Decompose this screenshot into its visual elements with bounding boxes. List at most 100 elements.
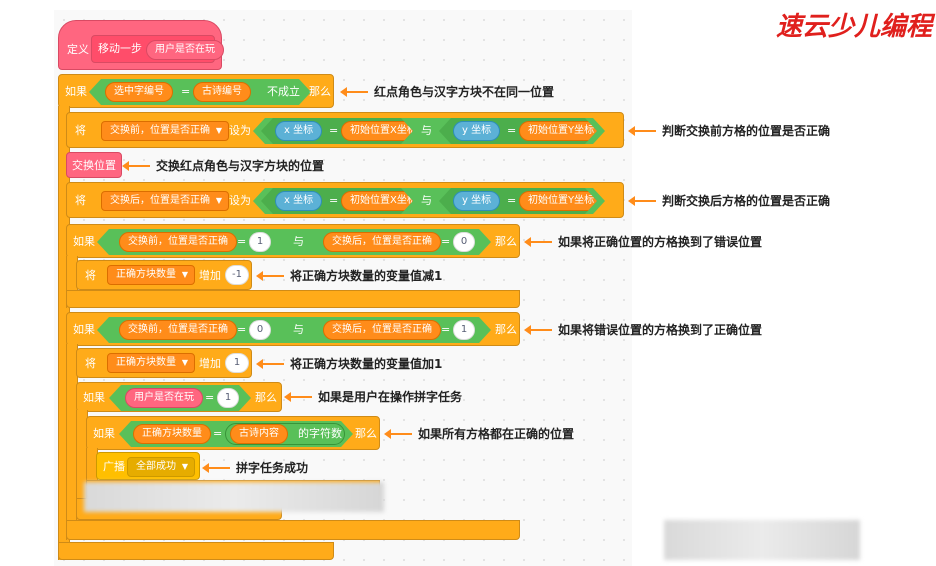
set1-and: 与: [421, 124, 432, 137]
change1-keyword: 将: [85, 269, 96, 282]
arrow-icon: [122, 161, 150, 171]
change2-val[interactable]: 1: [225, 353, 249, 373]
watermark-blur: [84, 482, 384, 512]
define-keyword: 定义: [67, 43, 89, 56]
if4-val[interactable]: 1: [217, 388, 239, 408]
set2-and-condition[interactable]: x 坐标 = 初始位置X坐标 与 y 坐标 = 初始位置Y坐标: [253, 188, 605, 214]
set2-x-cond[interactable]: x 坐标 = 初始位置X坐标: [261, 188, 413, 214]
if2-val2[interactable]: 0: [453, 232, 475, 252]
define-block[interactable]: 定义 移动一步 用户是否在玩: [58, 20, 224, 70]
if3-var2[interactable]: 交换后，位置是否正确: [323, 320, 441, 340]
if4-param[interactable]: 用户是否在玩: [125, 388, 203, 408]
set1-and-condition[interactable]: x 坐标 = 初始位置X坐标 与 y 坐标 = 初始位置Y坐标: [253, 118, 605, 144]
change2-var-dropdown[interactable]: 正确方块数量▼: [107, 353, 195, 373]
if2-eq1: =: [237, 235, 247, 248]
change2-block[interactable]: 将 正确方块数量▼ 增加 1: [76, 348, 252, 378]
change1-val[interactable]: -1: [225, 265, 249, 285]
if4-keyword: 如果: [83, 391, 105, 404]
arrow-icon: [256, 359, 284, 369]
if1-not-condition[interactable]: 选中字编号 = 古诗编号 不成立: [89, 79, 311, 105]
note-6: 将正确方块数量的变量值减1: [290, 269, 443, 283]
if5-var[interactable]: 正确方块数量: [133, 424, 211, 444]
if2-and-condition[interactable]: 交换前，位置是否正确 = 1 与 交换后，位置是否正确 = 0: [97, 229, 491, 255]
set2-y-eq: =: [507, 194, 517, 207]
if3-block[interactable]: 如果 交换前，位置是否正确 = 0 与 交换后，位置是否正确 = 1 那么: [66, 312, 520, 346]
note-7: 如果将错误位置的方格换到了正确位置: [558, 323, 763, 337]
if2-var1[interactable]: 交换前，位置是否正确: [119, 232, 237, 252]
set1-y-sensor[interactable]: y 坐标: [453, 121, 500, 141]
if5-then: 那么: [355, 427, 377, 440]
set2-to: 设为: [229, 194, 251, 207]
arrow-icon: [284, 392, 312, 402]
note-10: 如果所有方格都在正确的位置: [418, 427, 575, 441]
set2-y-cond[interactable]: y 坐标 = 初始位置Y坐标: [439, 188, 597, 214]
set2-y-sensor[interactable]: y 坐标: [453, 191, 500, 211]
set1-x-var[interactable]: 初始位置X坐标: [341, 121, 426, 141]
if5-eq: =: [213, 427, 223, 440]
if5-block[interactable]: 如果 正确方块数量 = 古诗内容 的字符数 那么: [86, 416, 380, 450]
if2-val1[interactable]: 1: [249, 232, 271, 252]
change2-op: 增加: [199, 357, 221, 370]
set2-var-dropdown[interactable]: 交换后，位置是否正确▼: [101, 191, 229, 211]
change1-block[interactable]: 将 正确方块数量▼ 增加 -1: [76, 260, 252, 290]
arrow-icon: [256, 271, 284, 281]
set1-var-dropdown[interactable]: 交换前，位置是否正确▼: [101, 121, 229, 141]
note-2: 判断交换前方格的位置是否正确: [662, 124, 831, 138]
note-5: 如果将正确位置的方格换到了错误位置: [558, 235, 763, 249]
set2-block[interactable]: 将 交换后，位置是否正确▼ 设为 x 坐标 = 初始位置X坐标 与 y 坐标 =…: [66, 182, 624, 218]
set1-x-sensor[interactable]: x 坐标: [275, 121, 322, 141]
if3-eq1: =: [237, 323, 247, 336]
if3-then: 那么: [495, 323, 517, 336]
if3-var1[interactable]: 交换前，位置是否正确: [119, 320, 237, 340]
if5-condition[interactable]: 正确方块数量 = 古诗内容 的字符数: [119, 421, 353, 447]
if1-block[interactable]: 如果 选中字编号 = 古诗编号 不成立 那么: [58, 74, 334, 108]
if4-eq: =: [205, 391, 215, 404]
if2-footer: [66, 290, 520, 308]
chevron-down-icon: ▼: [215, 196, 222, 205]
arrow-icon: [384, 429, 412, 439]
change1-op: 增加: [199, 269, 221, 282]
set1-keyword: 将: [75, 124, 86, 137]
set1-y-cond[interactable]: y 坐标 = 初始位置Y坐标: [439, 118, 597, 144]
change1-var-dropdown[interactable]: 正确方块数量▼: [107, 265, 195, 285]
if2-block[interactable]: 如果 交换前，位置是否正确 = 1 与 交换后，位置是否正确 = 0 那么: [66, 224, 520, 258]
broadcast-msg-dropdown[interactable]: 全部成功▼: [127, 457, 195, 477]
set1-x-cond[interactable]: x 坐标 = 初始位置X坐标: [261, 118, 413, 144]
if5-var2[interactable]: 古诗内容: [230, 424, 288, 444]
if2-var2[interactable]: 交换后，位置是否正确: [323, 232, 441, 252]
if3-val2[interactable]: 1: [453, 320, 475, 340]
brand-logo: 速云少儿编程: [776, 6, 932, 43]
if4-block[interactable]: 如果 用户是否在玩 = 1 那么: [76, 382, 282, 412]
set2-keyword: 将: [75, 194, 86, 207]
note-3: 交换红点角色与汉字方块的位置: [156, 159, 325, 173]
set1-y-eq: =: [507, 124, 517, 137]
if1-var2[interactable]: 古诗编号: [193, 82, 251, 102]
set2-and: 与: [421, 194, 432, 207]
if3-eq2: =: [441, 323, 451, 336]
if1-then: 那么: [309, 85, 331, 98]
set1-block[interactable]: 将 交换前，位置是否正确▼ 设为 x 坐标 = 初始位置X坐标 与 y 坐标 =…: [66, 112, 624, 148]
if4-then: 那么: [255, 391, 277, 404]
if5-length-op[interactable]: 古诗内容 的字符数: [225, 423, 345, 445]
set2-x-var[interactable]: 初始位置X坐标: [341, 191, 426, 211]
set2-x-sensor[interactable]: x 坐标: [275, 191, 322, 211]
if1-var[interactable]: 选中字编号: [105, 82, 173, 102]
brand-text: 速云少儿编程: [776, 12, 933, 42]
if1-not: 不成立: [267, 85, 300, 98]
swap-block[interactable]: 交换位置: [66, 152, 122, 178]
arrow-icon: [202, 463, 230, 473]
arrow-icon: [628, 196, 656, 206]
if3-and-condition[interactable]: 交换前，位置是否正确 = 0 与 交换后，位置是否正确 = 1: [97, 317, 491, 343]
swap-label: 交换位置: [72, 159, 116, 172]
broadcast-block[interactable]: 广播 全部成功▼: [96, 452, 200, 480]
broadcast-keyword: 广播: [103, 460, 125, 473]
if4-condition[interactable]: 用户是否在玩 = 1: [109, 385, 251, 411]
if3-val1[interactable]: 0: [249, 320, 271, 340]
arrow-icon: [628, 126, 656, 136]
define-param[interactable]: 用户是否在玩: [146, 40, 224, 60]
change2-keyword: 将: [85, 357, 96, 370]
if2-eq2: =: [441, 235, 451, 248]
set2-y-var[interactable]: 初始位置Y坐标: [519, 191, 603, 211]
set1-y-var[interactable]: 初始位置Y坐标: [519, 121, 603, 141]
if3-and: 与: [293, 323, 304, 336]
